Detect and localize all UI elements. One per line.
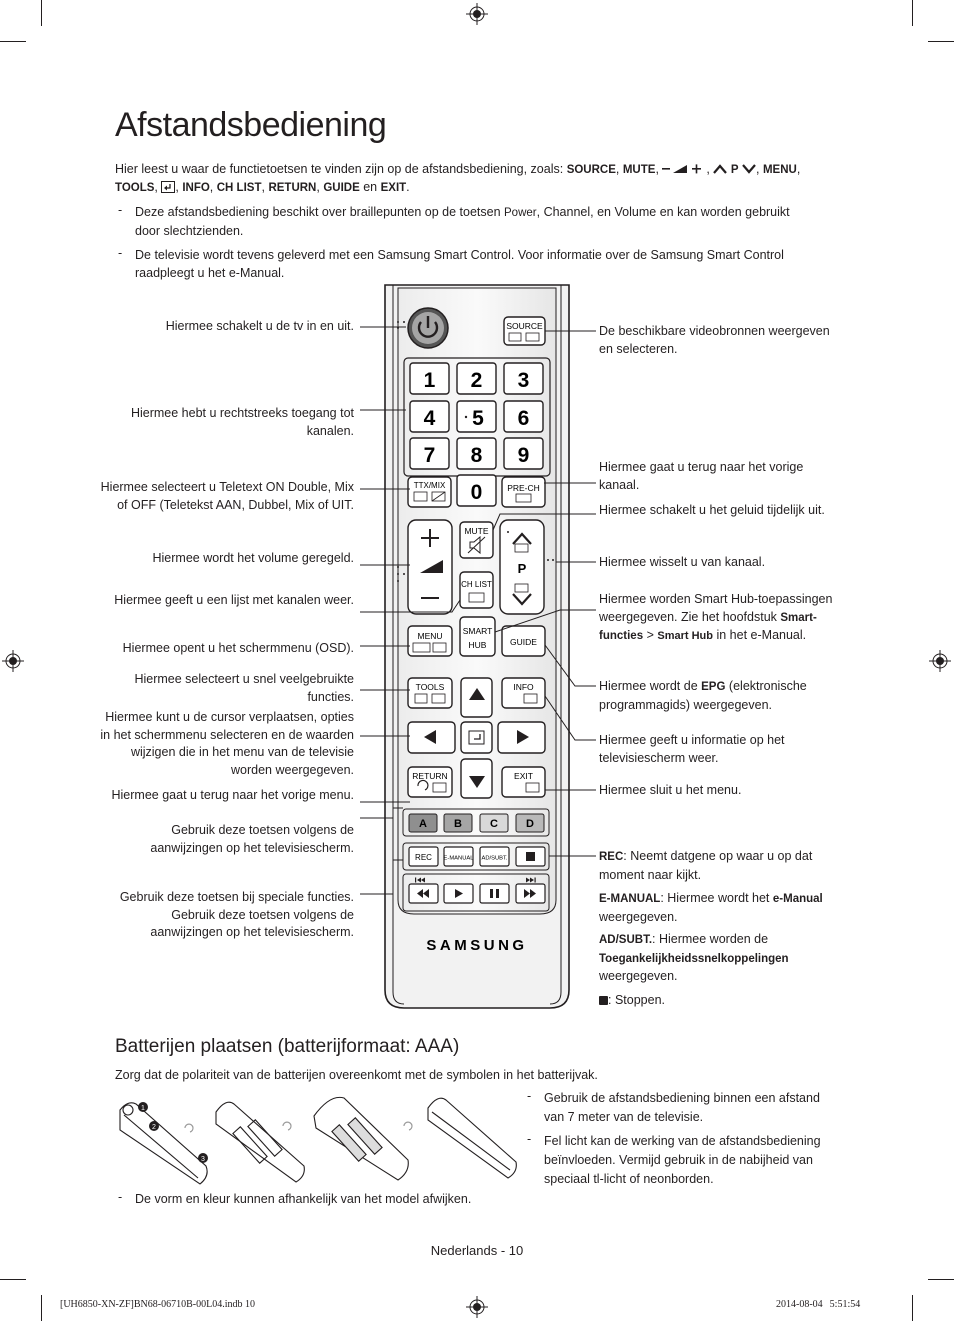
smart-key-label: SMART: [463, 626, 493, 636]
crop-mark: [928, 41, 954, 42]
digit-1: 1: [424, 369, 436, 392]
intro-line-1: Hier leest u waar de functietoetsen te v…: [115, 162, 801, 176]
label-color-keys: Gebruik deze toetsen volgens de aanwijzi…: [150, 823, 354, 855]
battery-illustration: 1 2 3: [119, 1096, 517, 1185]
step-1: 1: [141, 1105, 145, 1112]
note-smart-control: De televisie wordt tevens geleverd met e…: [135, 248, 784, 280]
registration-mark-icon: [466, 1296, 488, 1318]
digit-9: 9: [518, 444, 530, 467]
label-stop: : Stoppen.: [599, 992, 844, 1010]
tools-key-label: TOOLS: [416, 682, 445, 692]
ttx-key-label: TTX/MIX: [414, 481, 446, 490]
info-key-label: INFO: [513, 682, 534, 692]
digit-5: 5: [472, 407, 484, 430]
crop-mark: [928, 1279, 954, 1280]
menu-key-label: MENU: [417, 631, 442, 641]
digit-8: 8: [471, 444, 483, 467]
step-2: 2: [152, 1124, 156, 1131]
battery-heading: Batterijen plaatsen (batterijformaat: AA…: [115, 1036, 460, 1057]
label-mute: Hiermee schakelt u het geluid tijdelijk …: [599, 503, 825, 517]
return-key-label: RETURN: [412, 771, 447, 781]
color-key-d: D: [526, 818, 534, 830]
registration-mark-icon: [929, 650, 951, 672]
label-source: De beschikbare videobronnen weergeven en…: [599, 324, 830, 356]
mute-key-label: MUTE: [464, 526, 488, 536]
emanual-key-label: E-MANUAL: [444, 856, 475, 862]
crop-mark: [0, 41, 26, 42]
tip-distance: Gebruik de afstandsbediening binnen een …: [544, 1091, 820, 1124]
label-return: Hiermee gaat u terug naar het vorige men…: [111, 788, 355, 802]
bullet-dash: -: [118, 1190, 123, 1204]
label-ttx: Hiermee selecteert u Teletext ON Double,…: [100, 480, 354, 512]
remote-control-illustration: SOURCE 1 2 3 4 5 6 7 8 9 TTX/MIX 0 PRE-C…: [384, 284, 570, 1009]
hub-key-label: HUB: [469, 640, 487, 650]
chlist-key-label: CH LIST: [461, 580, 492, 589]
color-key-b: B: [454, 818, 462, 830]
label-smart-hub: Hiermee worden Smart Hub-toepassingen we…: [599, 592, 833, 642]
chevron-up-icon: [713, 164, 728, 174]
slug-left: [UH6850-XN-ZF]BN68-06710B-00L04.indb 10: [60, 1299, 255, 1310]
label-rec: REC: Neemt datgene op waar u op dat mome…: [599, 849, 813, 882]
volume-icon: [662, 164, 702, 174]
digit-0: 0: [471, 481, 483, 504]
label-volume: Hiermee wordt het volume geregeld.: [152, 551, 355, 565]
rec-key-label: REC: [415, 853, 432, 862]
label-channel: Hiermee wisselt u van kanaal.: [599, 555, 766, 569]
label-chlist: Hiermee geeft u een lijst met kanalen we…: [114, 593, 354, 607]
label-special-keys: Gebruik deze toetsen bij speciale functi…: [119, 890, 354, 939]
bullet-dash: -: [527, 1089, 532, 1103]
source-key-label: SOURCE: [506, 321, 543, 331]
callout-lines: [360, 326, 596, 895]
prech-key-label: PRE-CH: [507, 483, 540, 493]
samsung-logo: SAMSUNG: [426, 937, 527, 954]
label-power: Hiermee schakelt u de tv in en uit.: [165, 319, 354, 333]
note-braille: Deze afstandsbediening beschikt over bra…: [135, 205, 790, 238]
battery-text: Zorg dat de polariteit van de batterijen…: [115, 1068, 598, 1082]
slug-right: 2014-08-04 5:51:54: [776, 1299, 861, 1310]
bullet-dash: -: [118, 203, 123, 217]
adsubt-key-label: AD/SUBT.: [481, 856, 507, 862]
digit-6: 6: [518, 407, 530, 430]
label-exit: Hiermee sluit u het menu.: [599, 783, 742, 797]
bullet-dash: -: [118, 246, 123, 260]
color-key-a: A: [419, 818, 427, 830]
note-shape: De vorm en kleur kunnen afhankelijk van …: [135, 1192, 472, 1206]
label-emanual: E-MANUAL: Hiermee wordt het e-Manual wee…: [599, 891, 823, 924]
intro-line-2: TOOLS, , INFO, CH LIST, RETURN, GUIDE en…: [115, 180, 410, 194]
exit-key-label: EXIT: [514, 771, 533, 781]
label-tools: Hiermee selecteert u snel veelgebruikte …: [134, 672, 354, 704]
crop-mark: [912, 1295, 913, 1321]
label-guide: Hiermee wordt de EPG (elektronische prog…: [599, 679, 807, 712]
label-adsubt: AD/SUBT.: Hiermee worden de Toegankelijk…: [599, 932, 789, 983]
registration-mark-icon: [2, 650, 24, 672]
color-key-c: C: [490, 818, 498, 830]
digit-keys: 1 2 3 4 5 6 7 8 9: [409, 362, 544, 470]
page-title: Afstandsbediening: [115, 106, 387, 144]
page-footer: Nederlands - 10: [430, 1243, 524, 1258]
label-menu: Hiermee opent u het schermmenu (OSD).: [122, 641, 354, 655]
chevron-down-icon: [742, 164, 756, 174]
crop-mark: [912, 0, 913, 26]
crop-mark: [41, 0, 42, 26]
stop-icon: [599, 996, 608, 1005]
registration-mark-icon: [466, 3, 488, 25]
digit-7: 7: [424, 444, 436, 467]
digit-4: 4: [424, 407, 436, 430]
label-cursor: Hiermee kunt u de cursor verplaatsen, op…: [100, 710, 354, 777]
digit-2: 2: [471, 369, 483, 392]
digit-3: 3: [518, 369, 530, 392]
label-info: Hiermee geeft u informatie op het televi…: [599, 733, 785, 765]
label-number-keys: Hiermee hebt u rechtstreeks toegang tot …: [130, 406, 354, 438]
crop-mark: [41, 1295, 42, 1321]
channel-p-label: P: [518, 561, 527, 576]
tip-light: Fel licht kan de werking van de afstands…: [544, 1134, 821, 1186]
crop-mark: [0, 1279, 26, 1280]
bullet-dash: -: [527, 1132, 532, 1146]
guide-key-label: GUIDE: [510, 637, 537, 647]
step-3: 3: [201, 1156, 205, 1163]
enter-icon: [161, 181, 176, 193]
label-prech: Hiermee gaat u terug naar het vorige kan…: [599, 460, 804, 492]
